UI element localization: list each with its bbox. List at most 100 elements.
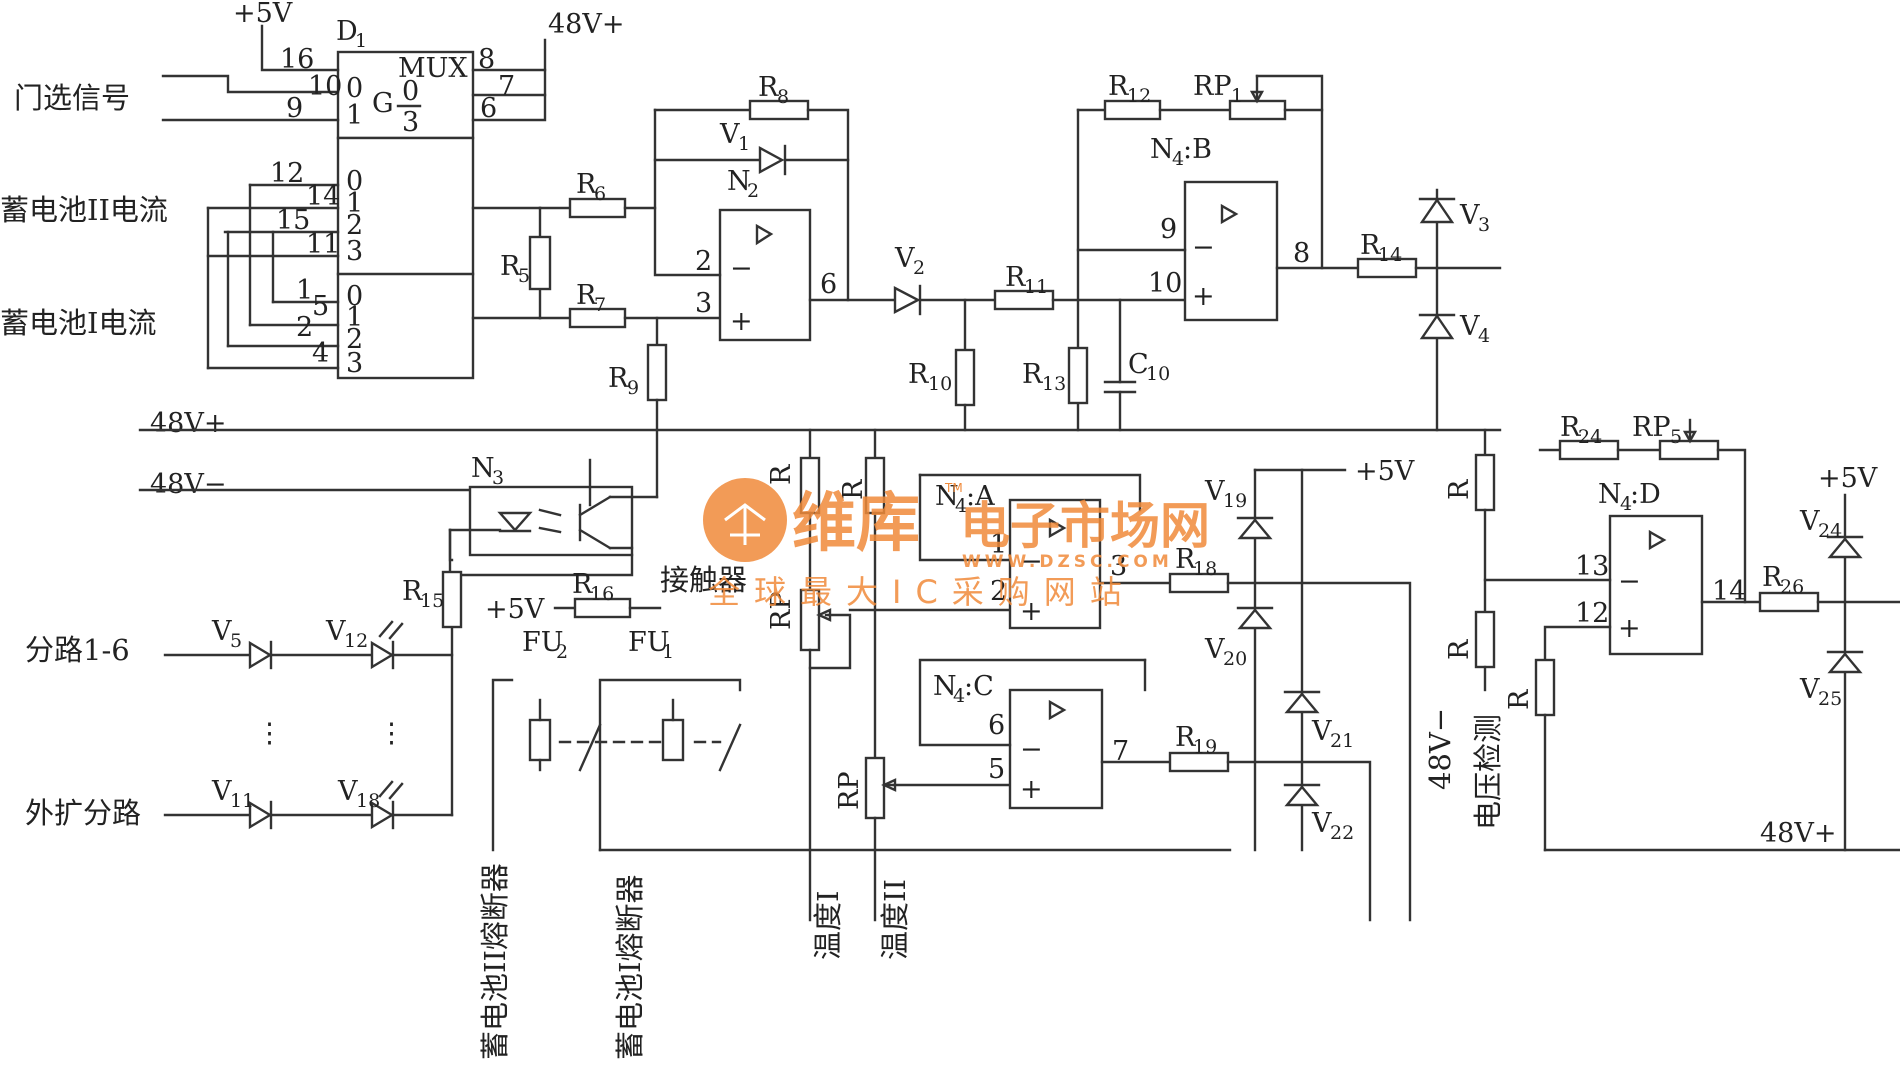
watermark: 维库 TM 电子市场网 WWW.DZSC.COM 全球最大IC采购网站 [703, 478, 1210, 611]
svg-text:3: 3 [402, 107, 419, 138]
mux-wiring: +5V 16 10 9 门选信号 48V+ 8 7 6 [14, 0, 624, 124]
svg-text:9: 9 [286, 93, 303, 124]
optocoupler-n3: N 3 [448, 453, 659, 577]
svg-text:2: 2 [747, 180, 759, 202]
svg-text::B: :B [1183, 134, 1212, 165]
svg-text:14: 14 [1378, 244, 1402, 266]
svg-text:R: R [838, 479, 869, 500]
svg-text:RP: RP [1193, 71, 1232, 102]
v48plus-label-mid: 48V+ [150, 408, 226, 439]
svg-text:10: 10 [1148, 268, 1182, 299]
svg-text:18: 18 [356, 790, 380, 812]
svg-text:24: 24 [1818, 520, 1842, 542]
svg-text:N: N [1150, 134, 1174, 165]
svg-text:8: 8 [1293, 238, 1310, 269]
svg-text:N: N [727, 166, 751, 197]
svg-text:R: R [576, 169, 597, 200]
svg-text:3: 3 [1478, 214, 1490, 236]
svg-text:7: 7 [594, 294, 606, 316]
svg-text:R: R [1360, 230, 1381, 261]
opamp-n4c: N 4 :C 6 5 − + 7 R 19 [918, 658, 1372, 922]
svg-text:V: V [1204, 476, 1225, 507]
svg-text:V: V [1311, 716, 1332, 747]
r5 [528, 235, 552, 291]
protection-diodes-mid: +5V V 19 V 20 V 21 V 22 [1204, 456, 1415, 852]
input-network: R 5 R 6 R 7 [471, 169, 722, 329]
svg-text:4: 4 [953, 685, 965, 707]
svg-text:20: 20 [1223, 648, 1247, 670]
svg-text:5: 5 [518, 265, 530, 287]
svg-text:V: V [894, 243, 915, 274]
svg-text:0: 0 [346, 73, 363, 104]
svg-text:R: R [1504, 689, 1535, 710]
svg-text:R: R [908, 359, 929, 390]
v48-detect-b: 电压检测 [1471, 714, 1505, 830]
svg-text:0: 0 [346, 166, 363, 197]
svg-text:R: R [500, 251, 521, 282]
fuse-bat1-label: 蓄电池I熔断器 [613, 875, 647, 1060]
svg-text:4: 4 [312, 338, 329, 369]
mux-title: MUX [398, 53, 468, 84]
v2-diode [893, 286, 921, 314]
svg-text:3: 3 [346, 348, 363, 379]
svg-text:9: 9 [627, 377, 639, 399]
svg-text:4: 4 [1620, 493, 1632, 515]
svg-text:0: 0 [402, 76, 419, 107]
opamp-n4a: N 4 :A 1 2 − + 3 R 18 [918, 473, 1412, 922]
gate-signal-label: 门选信号 [14, 81, 130, 115]
svg-text:4: 4 [1478, 325, 1490, 347]
fu2 [528, 718, 552, 762]
svg-text:−: − [1020, 546, 1043, 577]
svg-text:12: 12 [1575, 598, 1609, 629]
svg-text:R: R [608, 363, 629, 394]
watermark-brand: 维库 [792, 487, 920, 561]
svg-text:2: 2 [346, 210, 363, 241]
svg-text:18: 18 [1193, 558, 1217, 580]
svg-text:R: R [402, 576, 423, 607]
svg-text:R: R [766, 464, 797, 485]
svg-text:1: 1 [662, 641, 674, 663]
svg-text:C: C [1128, 349, 1149, 380]
fuses-contactor: 接触器 +5V R 16 FU 2 FU 1 蓄电池II熔断器 蓄电池I熔断器 [478, 563, 1232, 1060]
svg-text:3: 3 [695, 288, 712, 319]
svg-text:V: V [1459, 200, 1480, 231]
svg-text:R: R [1762, 562, 1783, 593]
r23 [1474, 610, 1496, 669]
svg-text:7: 7 [498, 71, 515, 102]
fu1 [661, 718, 685, 762]
svg-text:R: R [1175, 544, 1196, 575]
v3-diode [1419, 197, 1455, 224]
svg-text:1: 1 [346, 188, 363, 219]
svg-text:11: 11 [1024, 276, 1048, 298]
svg-text:R: R [1560, 412, 1581, 443]
svg-text:R: R [1005, 262, 1026, 293]
svg-text:G: G [372, 88, 394, 119]
svg-text:R: R [1444, 639, 1475, 660]
temperature-section: R RP R RP 温度I 温度II [766, 428, 1012, 960]
svg-text:13: 13 [1042, 373, 1066, 395]
svg-text:+5V: +5V [1355, 456, 1415, 487]
svg-text:2: 2 [296, 312, 313, 343]
svg-text:13: 13 [1575, 551, 1609, 582]
svg-text:⋮: ⋮ [256, 718, 283, 749]
ext-branch-label: 外扩分路 [25, 796, 141, 830]
svg-text:24: 24 [1578, 426, 1602, 448]
svg-text:5: 5 [312, 291, 329, 322]
svg-text:V: V [211, 616, 232, 647]
svg-text:8: 8 [777, 86, 789, 108]
svg-text:V: V [1799, 674, 1820, 705]
svg-text:RP: RP [1632, 412, 1671, 443]
bus-48v-plus: 48V+ 48V− [138, 408, 1502, 500]
svg-text:R: R [1444, 479, 1475, 500]
temp2-label: 温度II [878, 879, 912, 960]
v24-diode [1827, 537, 1863, 559]
svg-text:1: 1 [738, 133, 750, 155]
svg-text:V: V [1459, 311, 1480, 342]
svg-text:12: 12 [1127, 85, 1151, 107]
r15 [441, 570, 463, 629]
opamp-n4d: N 4 :D − + 13 12 14 R 24 RP 5 R R 48V− 电… [1423, 412, 1900, 852]
svg-text:14: 14 [306, 181, 340, 212]
opamp-1: − + 2 3 6 R 8 V 1 N 2 R 9 V 2 [608, 72, 1192, 499]
svg-text:V: V [337, 776, 358, 807]
svg-text::D: :D [1630, 479, 1661, 510]
